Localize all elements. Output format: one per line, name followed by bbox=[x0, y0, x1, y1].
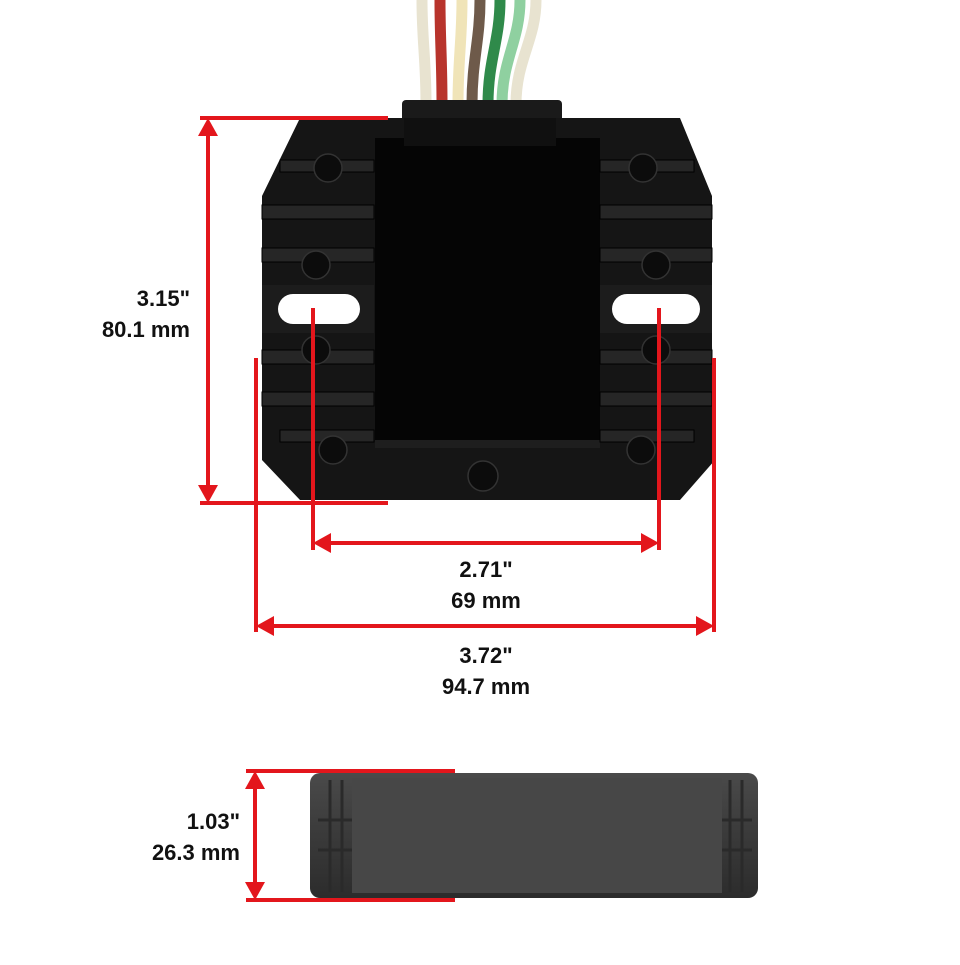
thickness-bottom-arrowhead bbox=[245, 882, 265, 900]
wire bbox=[434, 0, 448, 110]
mount-left-arrowhead bbox=[313, 533, 331, 553]
wire bbox=[496, 0, 526, 110]
mount-spacing-label: 2.71" 69 mm bbox=[386, 554, 586, 616]
width-mm: 94.7 mm bbox=[441, 674, 531, 699]
height-bottom-arrowhead bbox=[198, 485, 218, 503]
dimension-lines bbox=[200, 116, 716, 902]
wire bbox=[416, 0, 432, 110]
wire bbox=[510, 0, 542, 110]
width-inches: 3.72" bbox=[459, 643, 513, 668]
height-mm: 80.1 mm bbox=[101, 317, 190, 342]
height-inches: 3.15" bbox=[136, 286, 190, 311]
regulator-side-view bbox=[310, 773, 758, 898]
width-label: 3.72" 94.7 mm bbox=[386, 640, 586, 702]
wire bbox=[466, 0, 486, 110]
thickness-mm: 26.3 mm bbox=[151, 840, 240, 865]
thickness-top-arrowhead bbox=[245, 771, 265, 789]
height-top-arrowhead bbox=[198, 118, 218, 136]
width-right-arrowhead bbox=[696, 616, 714, 636]
mount-right-arrowhead bbox=[641, 533, 659, 553]
mount-spacing-inches: 2.71" bbox=[459, 557, 513, 582]
regulator-body bbox=[261, 118, 715, 500]
wire bbox=[452, 0, 468, 110]
wire-bundle bbox=[416, 0, 542, 110]
thickness-inches: 1.03" bbox=[186, 809, 240, 834]
mount-spacing-mm: 69 mm bbox=[451, 588, 521, 613]
width-left-arrowhead bbox=[256, 616, 274, 636]
height-label: 3.15" 80.1 mm bbox=[70, 283, 190, 345]
dimension-arrowheads bbox=[198, 118, 714, 900]
wire bbox=[482, 0, 506, 110]
thickness-label: 1.03" 26.3 mm bbox=[100, 806, 240, 868]
